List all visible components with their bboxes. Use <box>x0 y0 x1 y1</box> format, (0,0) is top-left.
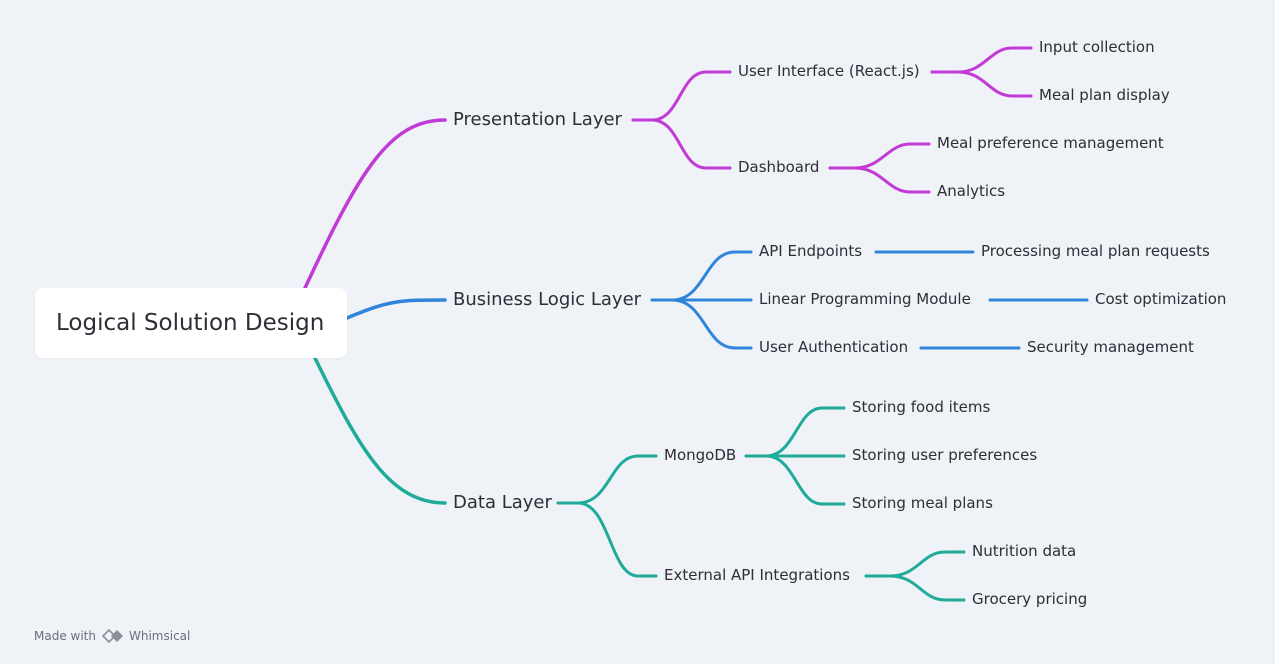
edge-root-data <box>313 356 447 505</box>
edge-dashboard-pref <box>828 142 931 170</box>
node-storing-food-items[interactable]: Storing food items <box>852 398 991 416</box>
edge-root-business <box>345 298 447 320</box>
root-node[interactable]: Logical Solution Design <box>35 288 347 358</box>
edge-ui-input <box>930 46 1033 74</box>
node-meal-plan-display[interactable]: Meal plan display <box>1039 86 1170 104</box>
edge-external-nutrition <box>864 550 966 578</box>
node-external-api-integrations[interactable]: External API Integrations <box>664 566 850 584</box>
root-label: Logical Solution Design <box>56 310 325 336</box>
edge-mongodb-plans <box>744 454 846 506</box>
node-input-collection[interactable]: Input collection <box>1039 38 1155 56</box>
node-processing-meal-plan-requests[interactable]: Processing meal plan requests <box>981 242 1210 260</box>
node-analytics[interactable]: Analytics <box>937 182 1006 200</box>
node-storing-meal-plans[interactable]: Storing meal plans <box>852 494 993 512</box>
whimsical-brand-text: Whimsical <box>128 629 191 643</box>
whimsical-brand: Whimsical <box>101 629 191 643</box>
node-presentation-layer[interactable]: Presentation Layer <box>453 109 622 130</box>
edge-external-grocery <box>864 574 966 602</box>
node-storing-user-preferences[interactable]: Storing user preferences <box>852 446 1038 464</box>
edge-data-external <box>556 501 658 578</box>
made-with-whimsical-badge[interactable]: Made with Whimsical <box>34 629 190 643</box>
node-security-management[interactable]: Security management <box>1027 338 1194 356</box>
node-meal-preference-management[interactable]: Meal preference management <box>937 134 1164 152</box>
node-mongodb[interactable]: MongoDB <box>664 446 737 464</box>
edge-root-presentation <box>303 118 447 290</box>
node-data-layer[interactable]: Data Layer <box>453 492 552 513</box>
edge-data-mongodb <box>556 454 658 505</box>
edge-presentation-dashboard <box>631 118 732 170</box>
node-nutrition-data[interactable]: Nutrition data <box>972 542 1077 560</box>
node-dashboard[interactable]: Dashboard <box>738 158 820 176</box>
node-user-interface[interactable]: User Interface (React.js) <box>738 62 920 80</box>
edge-presentation-ui <box>631 70 732 122</box>
edge-dashboard-analytics <box>828 166 931 194</box>
edge-mongodb-food <box>744 406 846 458</box>
node-business-logic-layer[interactable]: Business Logic Layer <box>453 289 642 310</box>
node-grocery-pricing[interactable]: Grocery pricing <box>972 590 1088 608</box>
edge-business-api <box>650 250 753 302</box>
whimsical-logo-icon <box>101 629 123 643</box>
node-user-authentication[interactable]: User Authentication <box>759 338 909 356</box>
edge-business-auth <box>650 298 753 350</box>
node-linear-programming-module[interactable]: Linear Programming Module <box>759 290 971 308</box>
node-cost-optimization[interactable]: Cost optimization <box>1095 290 1227 308</box>
node-api-endpoints[interactable]: API Endpoints <box>759 242 863 260</box>
made-with-text: Made with <box>34 629 96 643</box>
edge-ui-display <box>930 70 1033 98</box>
